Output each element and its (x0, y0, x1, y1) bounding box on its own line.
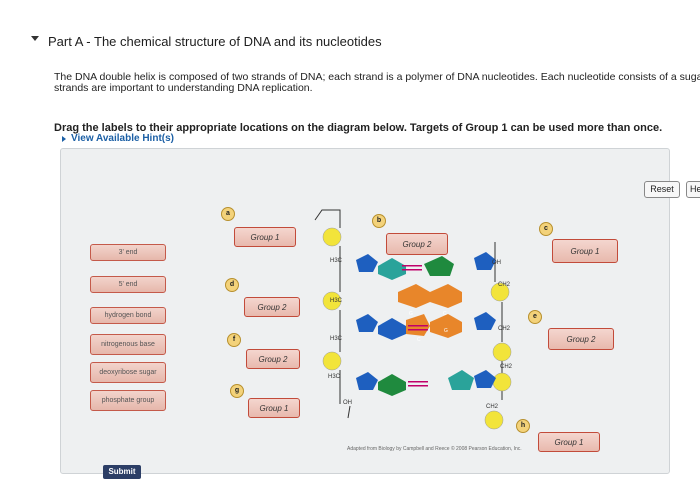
nitrogenous-base-icon (378, 256, 474, 396)
target-c[interactable]: Group 1 (552, 239, 618, 263)
phosphate-group-icon (322, 227, 512, 430)
label-hydrogen-bond[interactable]: hydrogen bond (90, 307, 166, 324)
oh-label: OH (343, 400, 352, 406)
base-c-label: C (417, 337, 421, 343)
h3c-label: H3C (330, 336, 343, 342)
target-e[interactable]: Group 2 (548, 328, 614, 350)
ch2-label: CH2 (498, 326, 511, 332)
target-d[interactable]: Group 2 (244, 297, 300, 317)
part-title: Part A - The chemical structure of DNA a… (48, 34, 382, 49)
target-f[interactable]: Group 2 (246, 349, 300, 369)
marker-e: e (528, 310, 542, 324)
ch2-label: CH2 (500, 364, 513, 370)
target-g[interactable]: Group 1 (248, 398, 300, 418)
view-hints-link[interactable]: View Available Hint(s) (62, 133, 174, 144)
expand-arrow-icon (62, 135, 66, 142)
marker-c: c (539, 222, 553, 236)
h3c-label: H3C (328, 374, 341, 380)
marker-b: b (372, 214, 386, 228)
base-g-label: G (409, 311, 413, 317)
drag-instructions: Drag the labels to their appropriate loc… (54, 122, 663, 134)
oh-label: OH (492, 260, 501, 266)
reset-button[interactable]: Reset (644, 181, 680, 198)
intro-text-line-1: The DNA double helix is composed of two … (54, 71, 700, 83)
marker-d: d (225, 278, 239, 292)
deoxyribose-sugar-icon (356, 252, 496, 390)
label-phosphate-group[interactable]: phosphate group (90, 390, 166, 411)
dna-structure-diagram: H3C H3C H3C H3C OH OH CH2 CH2 CH2 CH2 G … (314, 209, 513, 430)
label-5-end[interactable]: 5' end (90, 276, 166, 293)
submit-button[interactable]: Submit (103, 465, 141, 479)
left-backbone (314, 209, 351, 419)
right-backbone (494, 242, 503, 428)
ch2-label: CH2 (498, 282, 511, 288)
target-b[interactable]: Group 2 (386, 233, 448, 255)
target-h[interactable]: Group 1 (538, 432, 600, 452)
base-c-label: C (443, 311, 447, 317)
ch2-label: CH2 (486, 404, 499, 410)
label-deoxyribose-sugar[interactable]: deoxyribose sugar (90, 362, 166, 383)
marker-f: f (227, 333, 241, 347)
intro-text-line-2: strands are important to understanding D… (54, 82, 313, 94)
h3c-label: H3C (330, 298, 343, 304)
label-3-end[interactable]: 3' end (90, 244, 166, 261)
image-credit: Adapted from Biology by Campbell and Ree… (347, 446, 522, 452)
h3c-label: H3C (330, 258, 343, 264)
base-g-label: G (444, 328, 448, 334)
marker-h: h (516, 419, 530, 433)
label-nitrogenous-base[interactable]: nitrogenous base (90, 334, 166, 355)
marker-a: a (221, 207, 235, 221)
help-button[interactable]: He (686, 181, 700, 198)
hydrogen-bond-icon (402, 265, 428, 387)
collapse-caret-icon[interactable] (31, 36, 39, 41)
marker-g: g (230, 384, 244, 398)
view-hints-label: View Available Hint(s) (71, 133, 174, 144)
target-a[interactable]: Group 1 (234, 227, 296, 247)
